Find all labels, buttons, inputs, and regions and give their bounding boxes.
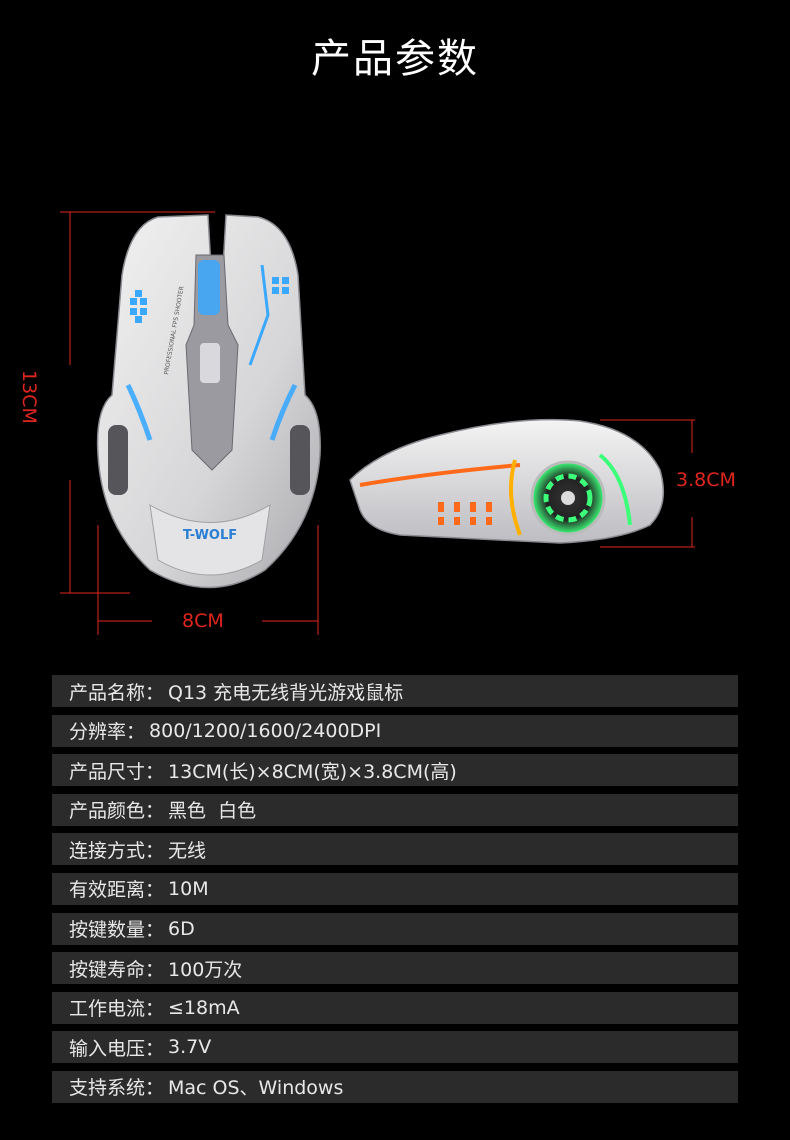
spec-row-voltage: 输入电压： 3.7V [52, 1031, 738, 1064]
spec-row-color: 产品颜色： 黑色 白色 [52, 793, 738, 826]
spec-row-dpi: 分辨率： 800/1200/1600/2400DPI [52, 714, 738, 747]
spec-label: 连接方式： [69, 839, 165, 862]
spec-value: 6D [168, 917, 195, 940]
spec-row-name: 产品名称： Q13 充电无线背光游戏鼠标 [52, 675, 738, 707]
spec-label: 输入电压： [69, 1037, 165, 1060]
spec-row-buttons: 按键数量： 6D [52, 912, 738, 945]
spec-value: 无线 [168, 839, 207, 862]
spec-value: 3.7V [168, 1036, 212, 1059]
product-figure: T-WOLF PROFESSIONAL FPS SHOOTER [0, 195, 790, 645]
spec-value: Q13 充电无线背光游戏鼠标 [168, 681, 404, 704]
spec-label: 产品名称： [69, 681, 165, 704]
spec-row-current: 工作电流： ≤18mA [52, 991, 738, 1024]
spec-row-lifespan: 按键寿命： 100万次 [52, 952, 738, 985]
dimension-width: 8CM [182, 610, 224, 632]
spec-row-range: 有效距离： 10M [52, 872, 738, 905]
spec-label: 有效距离： [69, 879, 165, 902]
mouse-logo: T-WOLF [183, 528, 237, 543]
mouse-side-view [349, 418, 665, 544]
mouse-illustration: T-WOLF PROFESSIONAL FPS SHOOTER [60, 211, 695, 635]
spec-label: 按键寿命： [69, 958, 165, 981]
spec-row-os: 支持系统： Mac OS、Windows [52, 1070, 738, 1103]
spec-value: Mac OS、Windows [168, 1077, 344, 1100]
spec-label: 产品颜色： [69, 800, 165, 823]
spec-value: 100万次 [168, 958, 243, 981]
spec-row-connection: 连接方式： 无线 [52, 833, 738, 866]
dimension-lines-side [600, 419, 695, 548]
spec-value: ≤18mA [168, 996, 240, 1019]
spec-value: 10M [168, 877, 209, 900]
page-title: 产品参数 [311, 36, 479, 82]
spec-label: 分辨率： [69, 721, 146, 744]
spec-row-size: 产品尺寸： 13CM(长)×8CM(宽)×3.8CM(高) [52, 754, 738, 787]
spec-label: 按键数量： [69, 919, 165, 942]
spec-label: 工作电流： [69, 998, 165, 1021]
spec-label: 产品尺寸： [69, 760, 165, 783]
spec-value: 800/1200/1600/2400DPI [149, 719, 382, 742]
spec-value: 黑色 白色 [168, 800, 257, 823]
dimension-lines-top [60, 211, 319, 635]
dimension-length: 13CM [18, 370, 40, 424]
spec-table: 产品名称： Q13 充电无线背光游戏鼠标 分辨率： 800/1200/1600/… [52, 675, 738, 1111]
spec-value: 13CM(长)×8CM(宽)×3.8CM(高) [168, 760, 457, 783]
spec-label: 支持系统： [69, 1077, 165, 1100]
dimension-height: 3.8CM [676, 469, 736, 491]
mouse-top-view: T-WOLF PROFESSIONAL FPS SHOOTER [96, 214, 321, 589]
